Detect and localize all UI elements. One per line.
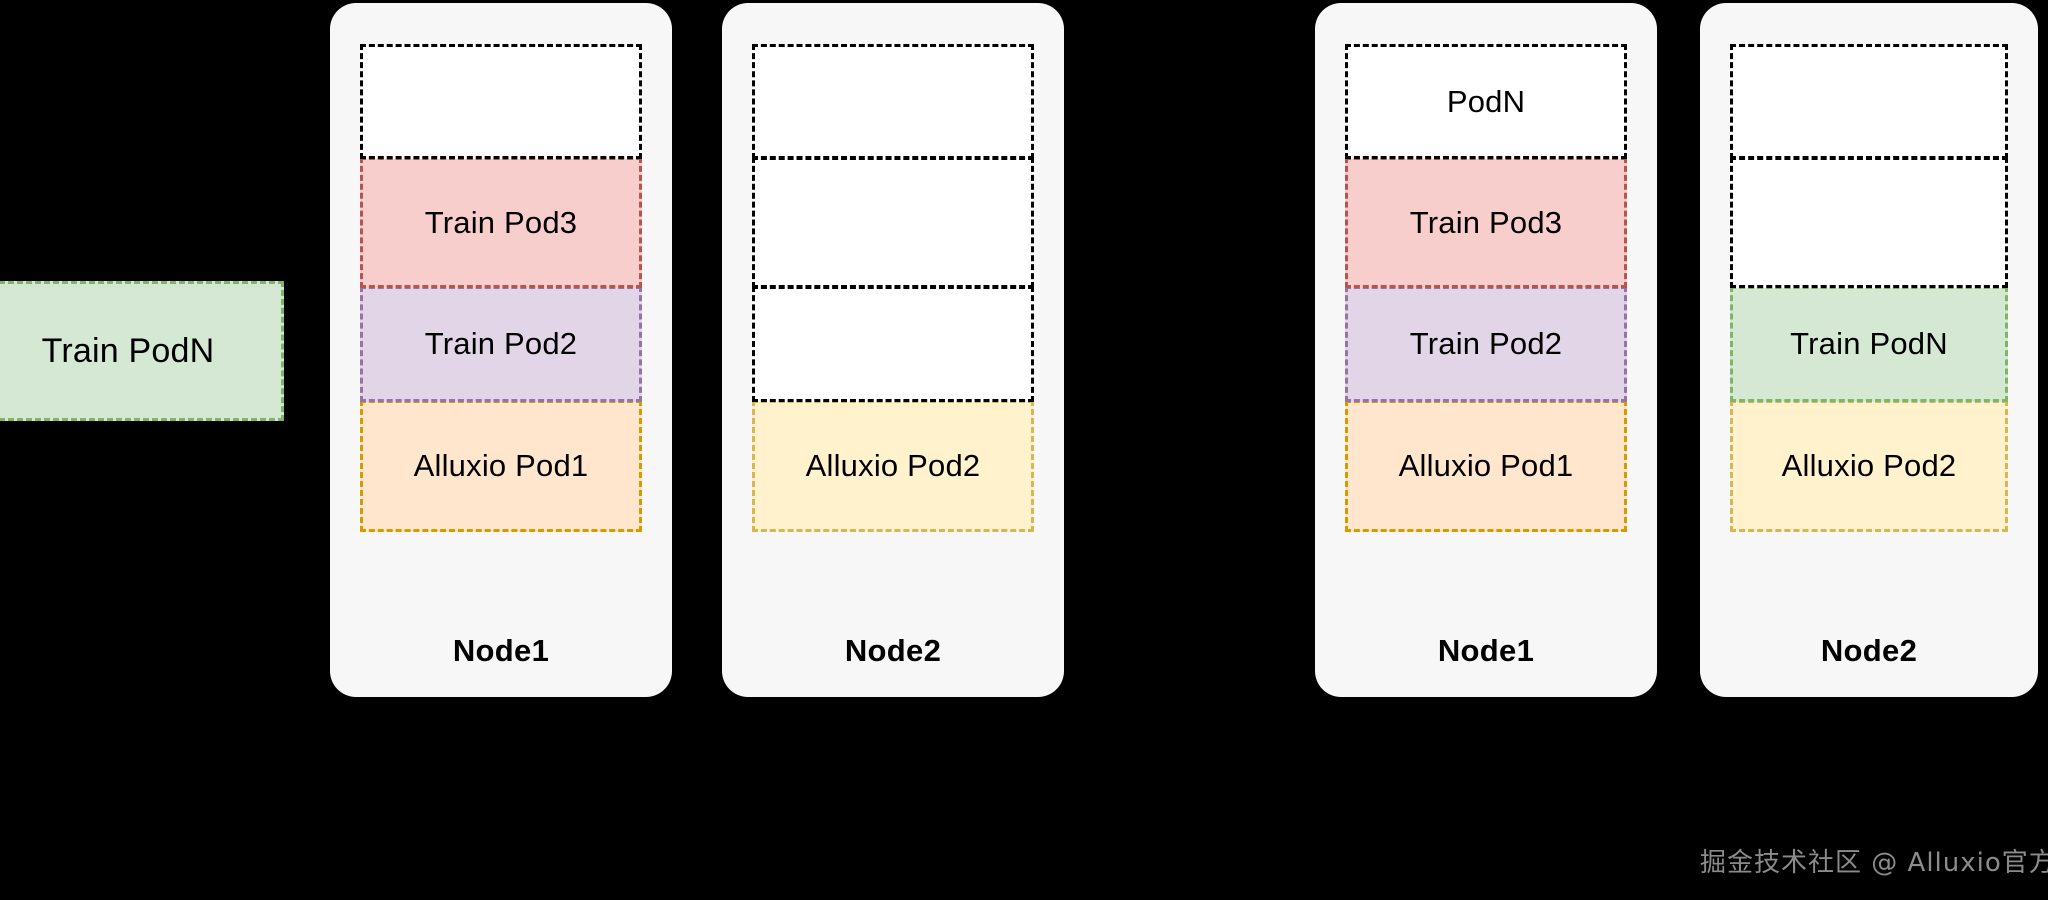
pod-slot-filled: PodN (1345, 44, 1627, 159)
pod-slot-empty (752, 157, 1034, 288)
pod-slot-label: Train PodN (1790, 326, 1948, 361)
pod-slot-label: PodN (1446, 83, 1526, 119)
pod-slot-empty (752, 44, 1034, 159)
pod-slot-stack: Alluxio Pod2 (752, 44, 1034, 532)
pod-slot-filled: Train Pod2 (360, 286, 642, 402)
pod-slot-filled: Train PodN (1730, 286, 2008, 402)
watermark: 掘金技术社区 @ Alluxio官方 (1700, 848, 2048, 878)
pod-slot-label: Train Pod3 (1409, 204, 1563, 240)
pod-slot-label: Alluxio Pod1 (1398, 448, 1574, 483)
floating-pod-label: Train PodN (41, 331, 215, 370)
pod-slot-label: Train Pod3 (424, 204, 578, 240)
node-label: Node2 (844, 633, 942, 668)
pod-slot-stack: Train PodN Alluxio Pod2 (1730, 44, 2008, 532)
pod-slot-filled: Train Pod2 (1345, 286, 1627, 402)
floating-pod-train-podn: Train PodN (0, 281, 284, 421)
pod-slot-filled: Alluxio Pod2 (752, 400, 1034, 532)
pod-slot-label: Train Pod2 (424, 326, 578, 361)
pod-slot-label: Alluxio Pod2 (1781, 448, 1957, 483)
node-label: Node1 (1437, 633, 1535, 668)
pod-slot-label: Alluxio Pod1 (413, 448, 589, 483)
pod-slot-filled: Alluxio Pod1 (1345, 400, 1627, 532)
pod-slot-empty (360, 44, 642, 159)
node-label: Node2 (1820, 633, 1918, 668)
node-label: Node1 (452, 633, 550, 668)
pod-slot-label: Alluxio Pod2 (805, 448, 981, 483)
pod-slot-label: Train Pod2 (1409, 326, 1563, 361)
pod-slot-empty (1730, 157, 2008, 288)
pod-slot-filled: Alluxio Pod1 (360, 400, 642, 532)
pod-slot-empty (1730, 44, 2008, 159)
pod-slot-empty (752, 286, 1034, 402)
pod-slot-filled: Alluxio Pod2 (1730, 400, 2008, 532)
pod-slot-filled: Train Pod3 (1345, 157, 1627, 288)
pod-slot-filled: Train Pod3 (360, 157, 642, 288)
